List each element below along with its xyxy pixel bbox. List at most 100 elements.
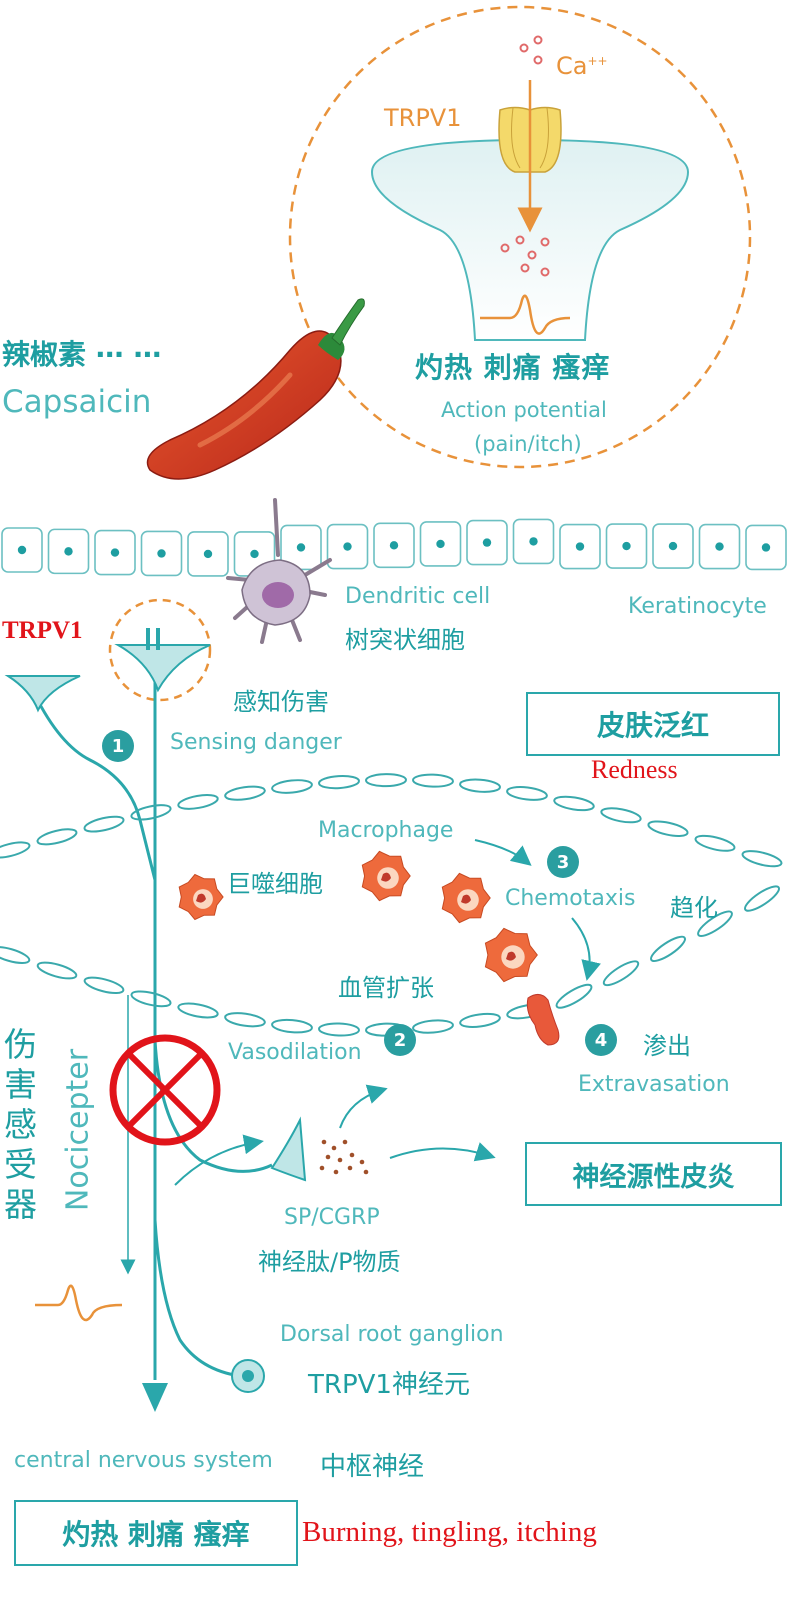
keratinocyte-cell [605, 523, 648, 569]
keratinocyte-cell [419, 521, 462, 567]
neuropeptide-cn-label: 神经肽/P物质 [258, 1248, 401, 1276]
vessel-wall-segment [412, 773, 454, 788]
vasodilation-en: Vasodilation [228, 1040, 362, 1065]
calcium-ions-top [519, 35, 543, 65]
vessel-wall-segment [650, 935, 686, 962]
vessel-wall-segment [224, 785, 266, 801]
action-potential-sub: (pain/itch) [474, 432, 582, 456]
sensation-title-top: 灼热 刺痛 瘙痒 [415, 351, 611, 384]
extravasation-cn: 渗出 [643, 1032, 691, 1060]
keratinocyte-cell [140, 530, 183, 577]
vessel-wall-segment [271, 1018, 313, 1034]
action-potential-wave-top [480, 294, 571, 335]
keratinocyte-label: Keratinocyte [628, 594, 767, 619]
extravasating-cell [526, 994, 560, 1046]
cns-cn-label: 中枢神经 [320, 1452, 425, 1482]
macrophage-en: Macrophage [318, 818, 454, 843]
nociceptor-fibers [33, 672, 273, 1380]
vessel-wall-segment [412, 1019, 454, 1034]
macrophage-cells [178, 850, 538, 983]
trpv1-marker-b [156, 628, 160, 650]
keratinocyte-cell [745, 524, 787, 571]
step-4-badge: 4 [585, 1024, 617, 1056]
keratinocyte-cell [1, 527, 43, 573]
nociceptor-char-5: 器 [4, 1185, 37, 1224]
step-3-badge: 3 [547, 846, 579, 878]
nociceptor-cn-label: 伤 害 感 受 器 [4, 1025, 44, 1225]
step-2-badge: 2 [384, 1024, 416, 1056]
calcium-ions-bottom [500, 235, 550, 277]
macrophage [361, 850, 411, 902]
macrophage [178, 873, 224, 921]
vessel-wall-segment [318, 1022, 360, 1037]
keratinocyte-cell [698, 523, 741, 570]
cns-arrowhead [142, 1383, 168, 1412]
ion-label: Ca++ [556, 52, 608, 80]
chili-pepper [146, 298, 365, 480]
macrophage [441, 872, 491, 924]
keratinocyte-cell [466, 519, 508, 566]
vessel-wall-segment [555, 983, 593, 1009]
vessel-wall-segment [130, 804, 172, 821]
drg-en-label: Dorsal root ganglion [280, 1322, 504, 1347]
vasodilation-cn: 血管扩张 [338, 974, 434, 1002]
arrow-to-release [174, 1134, 264, 1186]
vessel-wall-segment [459, 1012, 501, 1028]
sp-cgrp-label: SP/CGRP [284, 1205, 380, 1230]
vessel-wall-segment [647, 820, 689, 837]
vessel-wall-segment [177, 1002, 219, 1019]
redness-en: Redness [591, 755, 678, 784]
trpv1-red-label: TRPV1 [2, 617, 83, 644]
arrow-to-dermatitis [389, 1142, 496, 1162]
vessel-wall-segment [506, 786, 548, 801]
vessel-wall-segment [459, 778, 501, 793]
vessel-wall-segment [602, 960, 640, 987]
trpv1-channel [498, 106, 562, 173]
vessel-wall-segment [36, 961, 78, 980]
vessel-wall-upper [0, 773, 783, 868]
dendritic-cell [226, 498, 332, 644]
nociceptor-en-label: Nocicepter [60, 1048, 96, 1212]
redness-box: 皮肤泛红 [526, 692, 780, 756]
nociceptor-char-2: 害 [4, 1065, 37, 1104]
extravasation-en: Extravasation [578, 1072, 730, 1097]
vessel-wall-segment [744, 885, 780, 912]
keratinocyte-cell [326, 523, 369, 570]
zoom-circle [288, 5, 752, 469]
vessel-wall-segment [83, 976, 125, 995]
vessel-wall-segment [130, 990, 172, 1008]
nerve-ending-main [114, 644, 211, 693]
macrophage-cn: 巨噬细胞 [227, 870, 323, 898]
arrow-macrophage-to-chemotaxis [474, 839, 532, 866]
chemotaxis-en: Chemotaxis [505, 886, 636, 911]
drg-cn-label: TRPV1神经元 [308, 1370, 470, 1400]
keratinocyte-cell [652, 523, 694, 569]
nociceptor-char-4: 受 [4, 1145, 37, 1184]
action-potential-wave-bottom [35, 1284, 123, 1322]
sensing-danger-en: Sensing danger [170, 730, 342, 755]
keratinocyte-layer [1, 518, 787, 577]
keratinocyte-cell [94, 529, 136, 576]
vessel-wall-segment [177, 794, 219, 810]
keratinocyte-cell [559, 523, 601, 570]
capsaicin-en: Capsaicin [2, 384, 152, 420]
vessel-wall-segment [741, 850, 783, 868]
dendritic-cell-en: Dendritic cell [345, 584, 491, 609]
step-1-badge: 1 [102, 730, 134, 762]
ion-text: Ca [556, 52, 588, 80]
trpv1-marker-a [146, 628, 150, 650]
vessel-wall-segment [0, 841, 31, 859]
chemotaxis-cn: 趋化 [670, 894, 718, 922]
cns-en-label: central nervous system [14, 1448, 273, 1473]
vessel-wall-segment [83, 815, 125, 833]
capsaicin-cn: 辣椒素 ⋯ ⋯ [2, 338, 162, 371]
vessel-wall-segment [697, 910, 733, 937]
sensing-danger-cn: 感知伤害 [233, 688, 329, 716]
vessel-wall-segment [0, 946, 31, 964]
ion-charge: ++ [587, 54, 608, 68]
vessel-wall-segment [271, 779, 313, 794]
neurogenic-dermatitis-box: 神经源性皮炎 [525, 1142, 782, 1206]
action-potential-label: Action potential [441, 398, 607, 422]
vessel-wall-segment [694, 834, 736, 852]
